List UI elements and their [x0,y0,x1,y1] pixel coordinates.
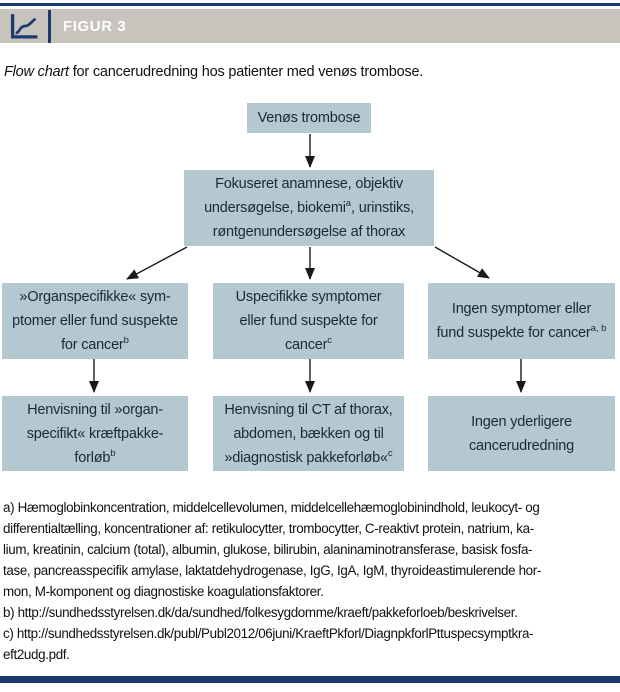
footnote-line: differentialtælling, koncentrationer af:… [3,521,534,536]
figure-header-bar: FIGUR 3 [0,9,620,43]
footnote-a: a) Hæmoglobinkoncentration, middelcellev… [3,497,619,602]
header-divider [48,10,51,43]
caption-rest: for cancerudredning hos patienter med ve… [68,64,424,80]
footnote-line: mon, M-komponent og diagnostiske koagula… [3,584,324,599]
flowchart: Venøs trombose Fokuseret anamnese, objek… [2,103,615,471]
footnote-b: b) http://sundhedsstyrelsen.dk/da/sundhe… [3,602,619,623]
line-chart-icon [10,14,38,39]
footnote-line: c) http://sundhedsstyrelsen.dk/publ/Publ… [3,626,534,641]
node-referral-organ-specific: Henvisning til »organ-specifikt« kræftpa… [2,396,188,471]
node-referral-ct: Henvisning til CT af thorax,abdomen, bæk… [213,396,404,471]
footnote-line: b) http://sundhedsstyrelsen.dk/da/sundhe… [3,605,518,620]
figure-title: FIGUR 3 [63,17,127,35]
footnote-c: c) http://sundhedsstyrelsen.dk/publ/Publ… [3,623,619,665]
footnote-line: lium, kreatinin, calcium (total), albumi… [3,542,533,557]
node-venous-thrombosis: Venøs trombose [247,103,371,133]
footnote-line: eft2udg.pdf. [3,647,70,662]
caption-italic: Flow chart [4,64,69,80]
footnotes: a) Hæmoglobinkoncentration, middelcellev… [3,497,619,665]
footnote-line: a) Hæmoglobinkoncentration, middelcellev… [3,500,540,515]
footnote-line: tase, pancreasspecifik amylase, laktatde… [3,563,541,578]
top-rule [0,3,620,6]
node-organ-specific-findings: »Organspecifikke« sym-ptomer eller fund … [2,283,188,359]
figure-caption: Flow chart for cancerudredning hos patie… [4,64,423,80]
bottom-rule [0,676,620,683]
